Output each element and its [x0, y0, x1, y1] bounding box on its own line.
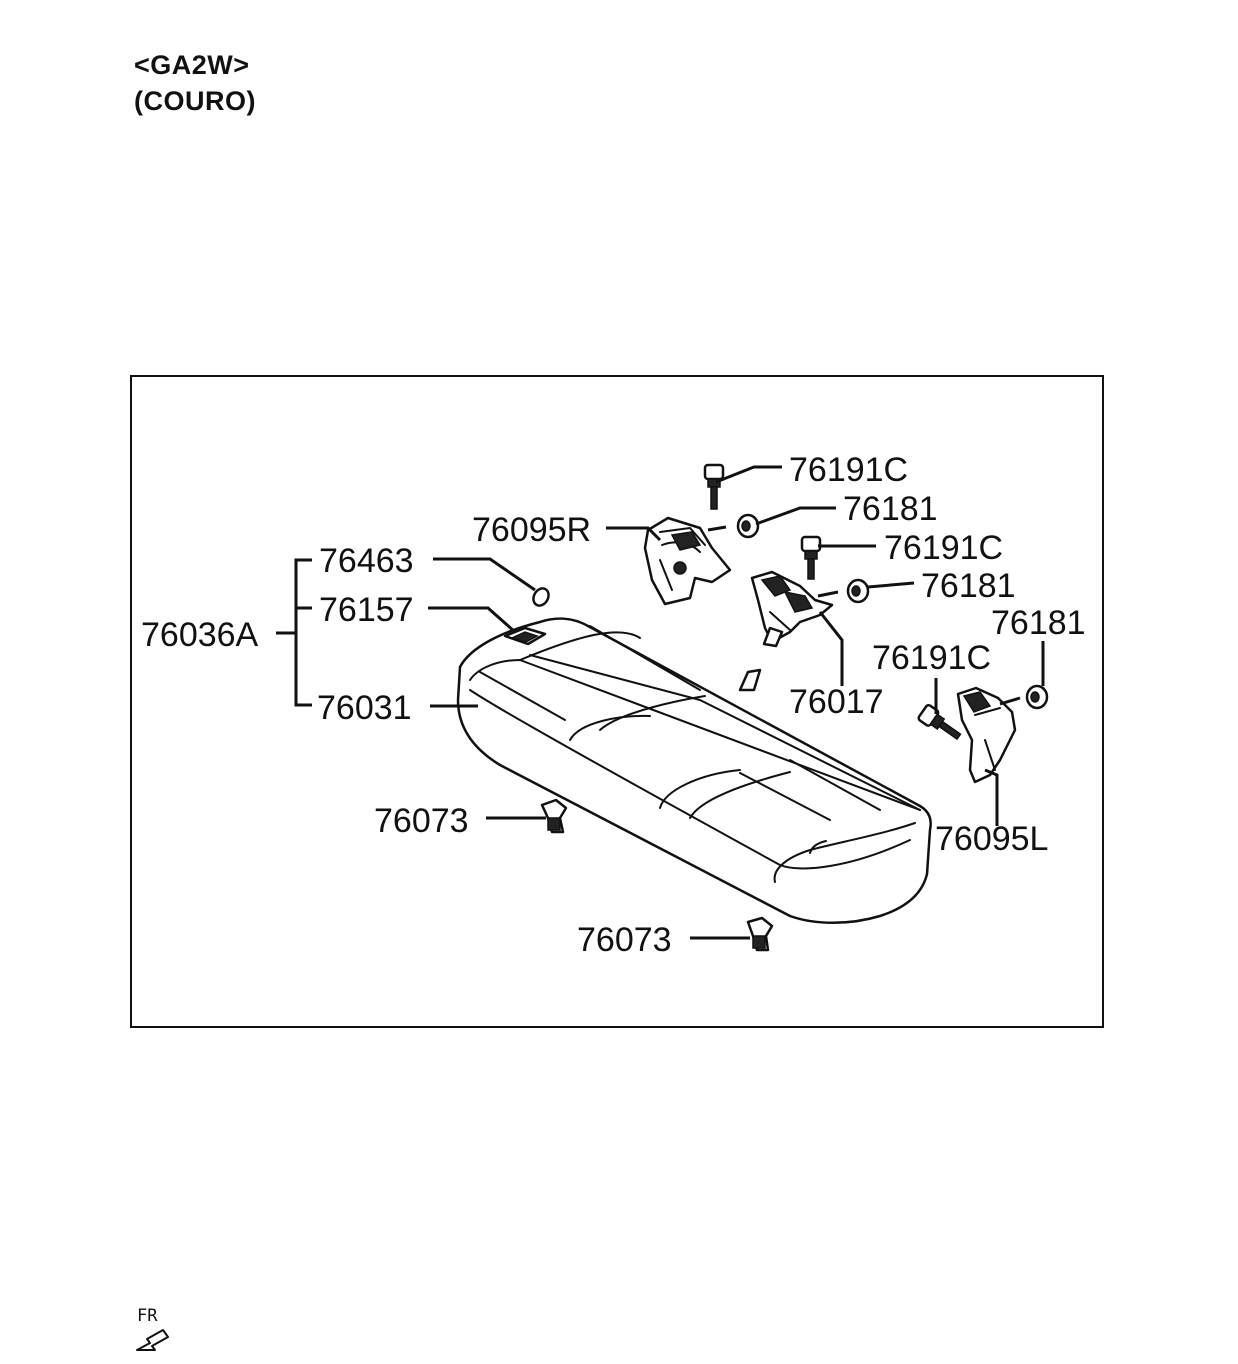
callout-76073-lower: 76073	[577, 921, 672, 959]
nut-right	[1025, 684, 1049, 710]
callout-76073-upper: 76073	[374, 802, 469, 840]
nut-middle	[846, 578, 870, 604]
clip-upper	[540, 798, 568, 834]
variant-label: (COURO)	[134, 86, 256, 116]
bracket-right-drawing	[643, 516, 732, 606]
bracket-left-drawing	[956, 686, 1017, 784]
callout-76181-top: 76181	[843, 490, 938, 528]
callout-76095l: 76095L	[935, 820, 1048, 858]
diagram-frame	[130, 375, 1104, 1028]
callout-76191c-top: 76191C	[789, 451, 908, 489]
bolt-top	[703, 463, 725, 510]
callout-76181-right: 76181	[991, 604, 1086, 642]
callout-76031: 76031	[317, 689, 412, 727]
callout-76095r: 76095R	[472, 511, 591, 549]
bolt-middle	[800, 535, 822, 580]
callout-76463: 76463	[319, 542, 414, 580]
seat-cushion-drawing	[456, 617, 932, 924]
model-code: <GA2W>	[134, 50, 250, 80]
fr-label: FR	[137, 1306, 158, 1326]
leader-lines	[276, 465, 1045, 940]
callout-76191c-middle: 76191C	[884, 529, 1003, 567]
callout-76036a: 76036A	[141, 616, 259, 654]
front-arrow-icon	[136, 1329, 169, 1351]
callout-76191c-lower: 76191C	[872, 639, 991, 677]
bolt-lower	[917, 703, 962, 741]
callout-76181-middle: 76181	[921, 567, 1016, 605]
clip-lower	[746, 916, 774, 952]
bracket-center-drawing	[750, 570, 834, 648]
grommet-part	[532, 587, 550, 607]
callout-76157: 76157	[319, 591, 414, 629]
front-direction-marker: FR	[136, 1306, 169, 1351]
nut-top	[736, 513, 760, 539]
callout-76017: 76017	[789, 683, 884, 721]
